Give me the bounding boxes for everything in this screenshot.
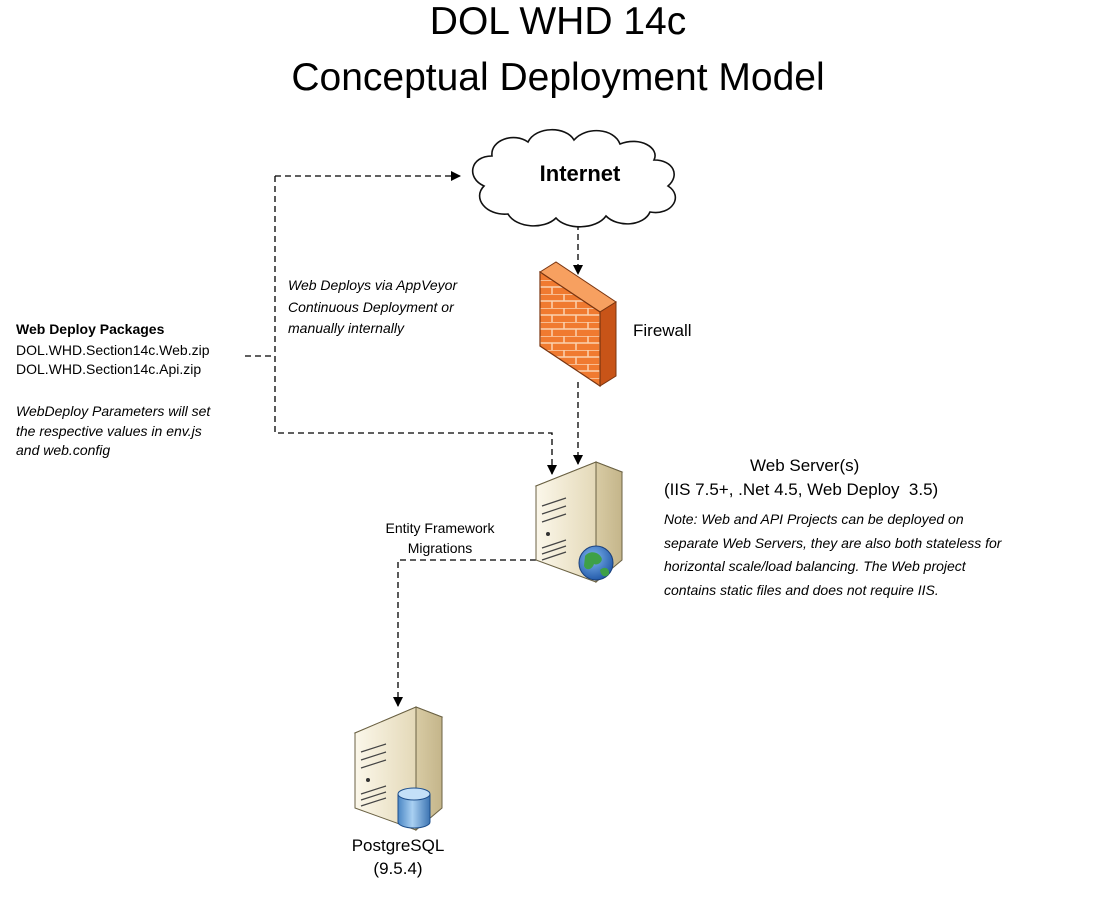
packages-note: WebDeploy Parameters will set the respec… bbox=[16, 402, 256, 461]
web-server-note-line: Note: Web and API Projects can be deploy… bbox=[664, 511, 964, 527]
database-server-icon bbox=[353, 706, 444, 832]
web-server-icon bbox=[534, 461, 624, 584]
packages-note-line: and web.config bbox=[16, 442, 111, 458]
package-file-web: DOL.WHD.Section14c.Web.zip bbox=[16, 342, 210, 358]
internet-label: Internet bbox=[539, 161, 621, 186]
database-version: (9.5.4) bbox=[373, 859, 423, 878]
web-server-note-line: separate Web Servers, they are also both… bbox=[664, 534, 1002, 551]
web-server-note: Note: Web and API Projects can be deploy… bbox=[664, 508, 1064, 602]
database-name: PostgreSQL bbox=[351, 836, 445, 855]
packages-note-line: the respective values in env.js bbox=[16, 422, 202, 439]
package-file-api: DOL.WHD.Section14c.Api.zip bbox=[16, 361, 202, 377]
connector-deploy-vertical bbox=[274, 176, 557, 475]
deploy-note-line: Continuous Deployment or bbox=[288, 298, 454, 315]
migrations-label: Entity Framework Migrations bbox=[365, 518, 515, 558]
connector-webserver-to-database bbox=[393, 559, 536, 707]
packages-heading: Web Deploy Packages bbox=[16, 321, 165, 337]
connectors bbox=[245, 171, 583, 707]
firewall-label: Firewall bbox=[633, 321, 692, 340]
web-server-note-line: horizontal scale/load balancing. The Web… bbox=[664, 558, 966, 574]
web-server-title: Web Server(s) bbox=[750, 456, 860, 475]
cloud-icon bbox=[471, 129, 677, 228]
packages-note-line: WebDeploy Parameters will set bbox=[16, 403, 211, 419]
deploy-note: Web Deploys via AppVeyor Continuous Depl… bbox=[288, 275, 498, 340]
deploy-note-line: manually internally bbox=[288, 320, 404, 336]
web-server-subtitle: (IIS 7.5+, .Net 4.5, Web Deploy 3.5) bbox=[664, 480, 939, 499]
diagram-title-line-1: DOL WHD 14c bbox=[429, 0, 687, 43]
firewall-icon bbox=[539, 261, 617, 388]
database-label: PostgreSQL (9.5.4) bbox=[330, 834, 466, 880]
web-server-note-line: contains static files and does not requi… bbox=[664, 581, 939, 598]
migrations-label-line: Entity Framework bbox=[385, 520, 495, 536]
deploy-note-line: Web Deploys via AppVeyor bbox=[288, 277, 458, 293]
diagram-title-line-2: Conceptual Deployment Model bbox=[291, 56, 825, 99]
migrations-label-line: Migrations bbox=[407, 540, 473, 556]
